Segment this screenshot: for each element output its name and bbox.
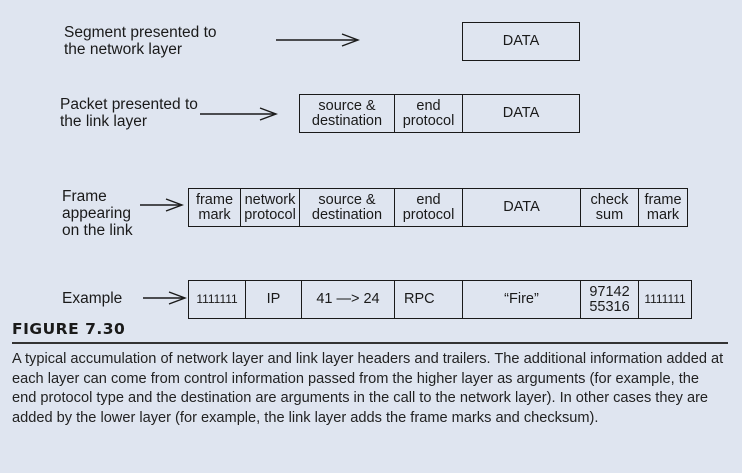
caption-divider [12,342,728,344]
arrow-packet [200,107,278,121]
segment-data-cell: DATA [462,22,580,61]
example-start-mark-cell: 1111111 [188,280,246,319]
frame-source-destination-cell: source & destination [299,188,395,227]
example-end-mark-cell: 1111111 [638,280,692,319]
row-label-segment: Segment presented to the network layer [64,24,217,58]
packet-end-protocol-cell: end protocol [394,94,463,133]
frame-checksum-cell: check sum [580,188,639,227]
frame-data-cell: DATA [462,188,581,227]
packet-data-cell: DATA [462,94,580,133]
example-ip-cell: IP [245,280,302,319]
row-label-packet: Packet presented to the link layer [60,96,198,130]
example-address-cell: 41 —> 24 [301,280,395,319]
frame-network-protocol-cell: network protocol [240,188,300,227]
encapsulation-diagram: Segment presented to the network layer D… [60,22,692,319]
arrow-segment [276,33,360,47]
frame-end-mark-cell: frame mark [638,188,688,227]
frame-start-mark-cell: frame mark [188,188,241,227]
frame-end-protocol-cell: end protocol [394,188,463,227]
example-checksum-cell: 97142 55316 [580,280,639,319]
figure-title: FIGURE 7.30 [12,320,126,338]
example-data-cell: “Fire” [462,280,581,319]
arrow-example [143,291,187,305]
packet-source-destination-cell: source & destination [299,94,395,133]
arrow-frame [140,198,184,212]
row-label-frame: Frame appearing on the link [62,188,133,239]
figure-caption: A typical accumulation of network layer … [12,351,724,426]
example-rpc-cell: RPC [394,280,463,319]
row-label-example: Example [62,290,123,307]
